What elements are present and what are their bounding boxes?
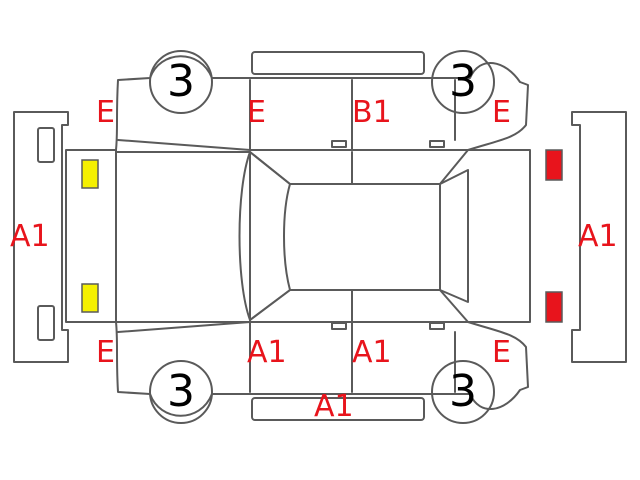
door-handle-bottom-rear	[429, 322, 445, 330]
mark-bottom-rear-fender: E	[492, 335, 511, 370]
top-rocker	[117, 139, 469, 151]
door-handle-bottom-front	[331, 322, 347, 330]
bottom-side-panel	[115, 321, 529, 417]
wheel-front-right-grade: 3	[449, 56, 477, 107]
mark-top-rear-fender: E	[492, 95, 511, 130]
rear-taillamp-top	[545, 149, 563, 181]
front-headlamp-bottom	[81, 283, 99, 313]
front-fog-lamp-bottom	[37, 305, 55, 341]
rear-window	[439, 169, 469, 303]
door-handle-top-front	[331, 140, 347, 148]
bottom-rocker	[117, 321, 469, 333]
door-handle-top-rear	[429, 140, 445, 148]
mark-bottom-rear-door: A1	[352, 335, 392, 370]
mark-bottom-front-door: A1	[247, 335, 287, 370]
front-bumper	[13, 111, 69, 363]
mark-bottom-front-fender: E	[96, 335, 115, 370]
hood-inner	[115, 151, 251, 323]
top-roof-rail	[251, 51, 425, 75]
rear-taillamp-bottom	[545, 291, 563, 323]
wheel-front-right	[431, 50, 495, 114]
front-fog-lamp-top	[37, 127, 55, 163]
wheel-front-left-grade: 3	[167, 56, 195, 107]
rear-bumper	[571, 111, 627, 363]
trunk-lid	[467, 149, 531, 323]
wheel-rear-left	[149, 360, 213, 424]
mark-front-bumper: A1	[10, 219, 50, 254]
mark-top-front-door: E	[247, 95, 266, 130]
wheel-front-left	[149, 50, 213, 114]
wheel-rear-left-grade: 3	[167, 366, 195, 417]
mark-top-front-fender: E	[96, 95, 115, 130]
mark-rear-bumper: A1	[578, 219, 618, 254]
roof-pillar-top	[249, 149, 469, 185]
top-side-panel	[115, 55, 529, 151]
roof-pillar-bottom	[249, 289, 469, 323]
wheel-rear-right-grade: 3	[449, 366, 477, 417]
bottom-roof-rail	[251, 397, 425, 421]
mark-bottom-side-sill: A1	[314, 389, 354, 424]
front-headlamp-top	[81, 159, 99, 189]
wheel-rear-right	[431, 360, 495, 424]
roof	[289, 183, 441, 291]
mark-top-rear-door: B1	[352, 95, 392, 130]
